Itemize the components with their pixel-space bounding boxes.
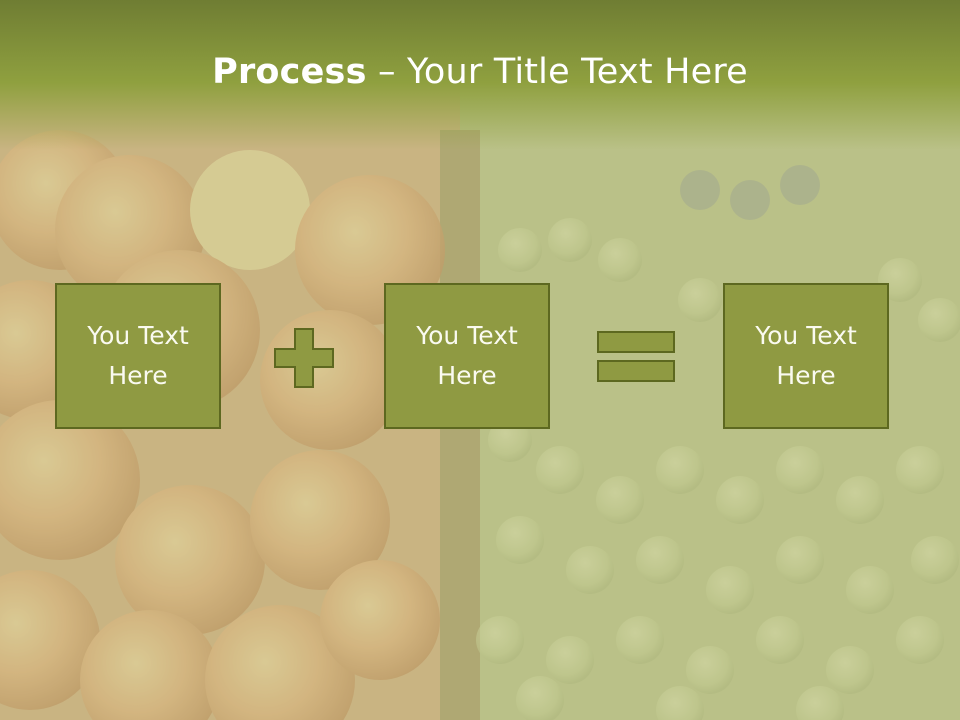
- title-bold: Process: [212, 52, 367, 92]
- process-box-2-label: You Text Here: [416, 321, 518, 390]
- equals-icon: [597, 331, 675, 382]
- slide-title: Process – Your Title Text Here: [0, 52, 960, 92]
- process-box-3[interactable]: You Text Here: [723, 283, 889, 429]
- title-rest: – Your Title Text Here: [366, 52, 748, 92]
- title-bar: [0, 0, 960, 150]
- plus-icon: [274, 328, 334, 388]
- process-box-1[interactable]: You Text Here: [55, 283, 221, 429]
- process-box-3-label: You Text Here: [755, 321, 857, 390]
- process-box-2[interactable]: You Text Here: [384, 283, 550, 429]
- process-box-1-label: You Text Here: [87, 321, 189, 390]
